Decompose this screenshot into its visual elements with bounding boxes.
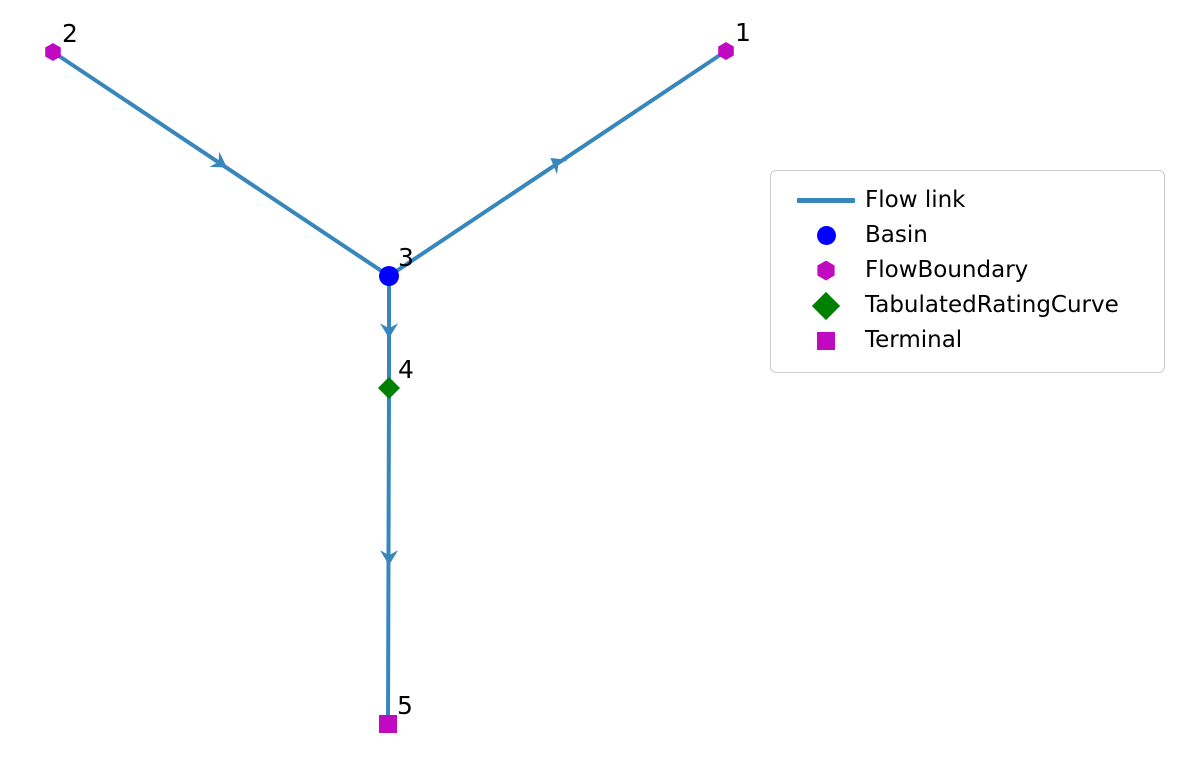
node-label-5: 5	[397, 691, 413, 720]
legend-label-flowboundary: FlowBoundary	[865, 257, 1029, 283]
arrowheads-layer	[209, 151, 568, 566]
node-label-1: 1	[735, 18, 751, 47]
flow-arrowhead-4-5	[380, 550, 398, 566]
node-label-2: 2	[62, 19, 78, 48]
tabulatedratingcurve-diamond-icon	[787, 291, 865, 320]
node-1-flowboundary-hexagon-icon[interactable]	[718, 42, 734, 60]
flow-arrowhead-1-3	[550, 158, 568, 175]
nodes-layer	[45, 42, 734, 733]
node-5-terminal-square-icon[interactable]	[379, 715, 397, 733]
legend-entry-basin: Basin	[787, 218, 1150, 253]
flowboundary-hexagon-icon	[787, 260, 865, 281]
legend-label-flow-link: Flow link	[865, 187, 966, 213]
node-2-flowboundary-hexagon-icon[interactable]	[45, 43, 61, 61]
hexagon-swatch	[817, 260, 835, 281]
diamond-swatch	[811, 291, 841, 320]
node-3-basin-circle-icon[interactable]	[379, 266, 399, 286]
legend-entry-flowboundary: FlowBoundary	[787, 253, 1150, 288]
legend-entry-terminal: Terminal	[787, 323, 1150, 358]
basin-circle-icon	[787, 226, 865, 245]
node-labels-layer: 1 2 3 4 5	[62, 18, 751, 720]
node-label-3: 3	[398, 243, 414, 272]
circle-swatch	[816, 226, 836, 245]
terminal-square-icon	[787, 331, 865, 350]
legend-label-tabulatedratingcurve: TabulatedRatingCurve	[865, 292, 1119, 318]
flow-arrowhead-3-4	[380, 323, 398, 339]
node-label-4: 4	[398, 355, 414, 384]
flow-arrowhead-2-3	[209, 151, 227, 168]
line-swatch	[797, 198, 855, 203]
legend-box: Flow link Basin FlowBoundary TabulatedRa…	[770, 170, 1165, 373]
node-4-tabulatedratingcurve-diamond-icon[interactable]	[378, 377, 400, 399]
legend-entry-tabulatedratingcurve: TabulatedRatingCurve	[787, 288, 1150, 323]
flow-link-line-icon	[787, 198, 865, 203]
legend-label-basin: Basin	[865, 222, 928, 248]
legend-entry-flow-link: Flow link	[787, 183, 1150, 218]
square-swatch	[817, 331, 835, 350]
legend-label-terminal: Terminal	[865, 327, 963, 353]
